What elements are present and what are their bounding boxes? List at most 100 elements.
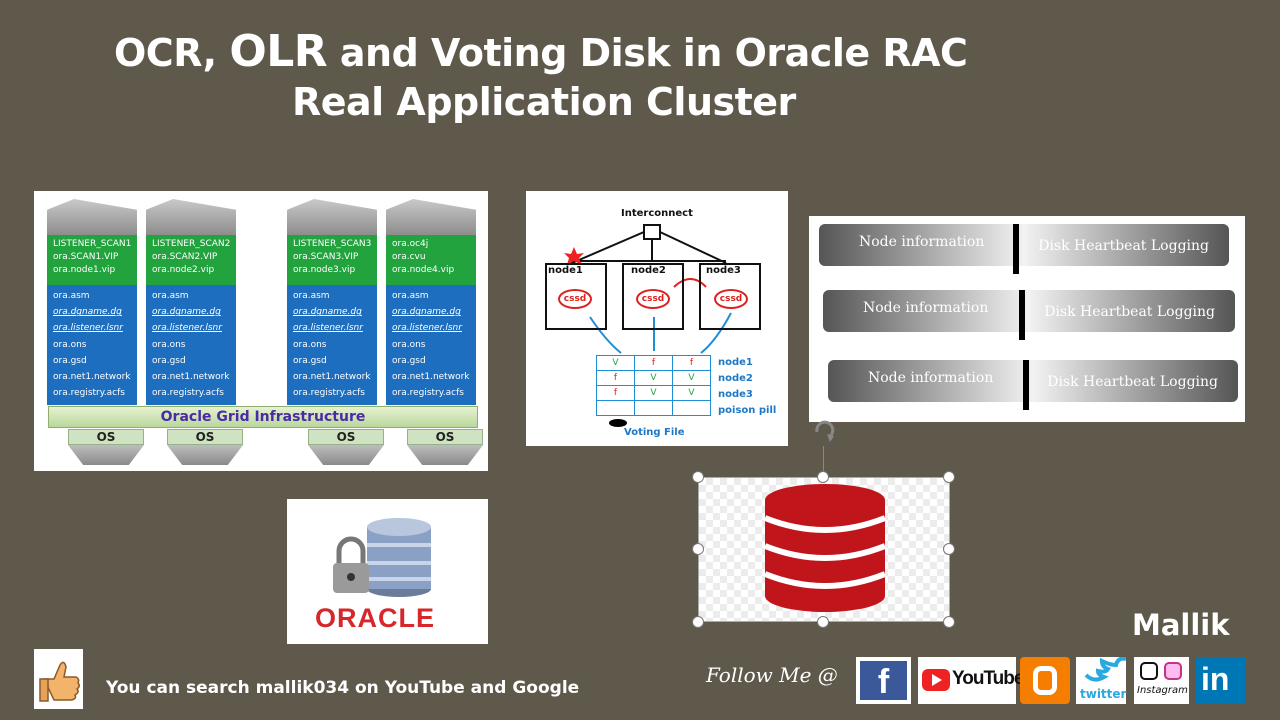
res-label: ora.ons [152,339,186,350]
res-label: ora.dgname.dg [53,307,122,318]
cluster-node-3: LISTENER_SCAN3 ora.SCAN3.VIP ora.node3.v… [287,199,377,405]
twitter-icon[interactable]: twitter [1076,657,1126,704]
title-part-ocr: OCR, [114,31,230,75]
node2-box [622,263,684,330]
page-title-line2: Real Application Cluster [292,80,796,124]
youtube-label: YouTube [952,668,1024,689]
rotate-handle-icon[interactable] [809,414,839,444]
os-block: OS [68,429,144,445]
node-cap [386,199,476,235]
follow-label: Follow Me @ [706,663,838,687]
vote-cell [596,400,635,416]
node1-label: node1 [548,265,583,276]
res-label: ora.ons [392,339,426,350]
resize-handle-l[interactable] [692,543,704,555]
res-label: ora.gsd [152,355,186,366]
facebook-icon[interactable]: f [856,657,911,704]
res-label: ora.dgname.dg [392,307,461,318]
vote-cell: f [596,385,635,401]
res-label: ora.registry.acfs [293,388,365,399]
node3-label: node3 [706,265,741,276]
res-label: ora.ons [53,339,87,350]
node-base [308,445,384,465]
page-title-line1: OCR, OLR and Voting Disk in Oracle RAC [114,26,1280,77]
database-lock-icon [333,518,431,597]
node-green-block: LISTENER_SCAN2 ora.SCAN2.VIP ora.node2.v… [146,235,236,285]
res-label: ora.SCAN1.VIP [53,252,119,262]
author-name: Mallik [1132,608,1230,642]
node-green-block: LISTENER_SCAN3 ora.SCAN3.VIP ora.node3.v… [287,235,377,285]
oracle-logo-panel: ORACLE [287,499,488,644]
vote-cell: f [672,355,711,371]
res-label: ora.registry.acfs [152,388,224,399]
disk-left-label: Node information [859,234,985,250]
res-label: ora.cvu [392,252,426,262]
vote-cell: V [672,370,711,386]
res-label: ora.asm [392,291,429,301]
search-hint: You can search mallik034 on YouTube and … [106,678,580,698]
title-part-olr: OLR [229,26,328,77]
res-label: ora.gsd [53,355,87,366]
res-label: ora.listener.lsnr [152,323,222,334]
disk-separator [1023,360,1029,410]
resize-handle-tr[interactable] [943,471,955,483]
vote-cell [634,400,673,416]
disk-2: Node information Disk Heartbeat Logging [823,290,1235,340]
grid-infrastructure-bar: Oracle Grid Infrastructure [48,406,478,428]
row-label: node3 [718,389,753,400]
disk-right-label: Disk Heartbeat Logging [1044,304,1215,320]
node-blue-block: ora.asm ora.dgname.dg ora.listener.lsnr … [146,285,236,405]
os-block: OS [308,429,384,445]
res-label: ora.node1.vip [53,265,116,275]
instagram-icon[interactable]: Instagram [1134,657,1189,704]
res-label: LISTENER_SCAN3 [293,239,372,249]
resize-handle-t[interactable] [817,471,829,483]
resize-handle-bl[interactable] [692,616,704,628]
resize-handle-tl[interactable] [692,471,704,483]
res-label: ora.gsd [392,355,426,366]
node1-box [545,263,607,330]
disk-1: Node information Disk Heartbeat Logging [819,224,1229,274]
vote-cell: f [634,355,673,371]
res-label: ora.registry.acfs [53,388,125,399]
resize-handle-b[interactable] [817,616,829,628]
res-label: ora.oc4j [392,239,429,249]
resize-handle-r[interactable] [943,543,955,555]
voting-file-label: Voting File [624,427,685,438]
res-label: ora.listener.lsnr [392,323,462,334]
res-label: ora.listener.lsnr [53,323,123,334]
vote-cell [672,400,711,416]
rotate-stem [823,446,824,474]
linkedin-icon[interactable]: in [1196,657,1245,704]
res-label: ora.dgname.dg [293,307,362,318]
cluster-node-2: LISTENER_SCAN2 ora.SCAN2.VIP ora.node2.v… [146,199,236,405]
res-label: ora.node3.vip [293,265,356,275]
res-label: ora.SCAN2.VIP [152,252,218,262]
disk-separator [1013,224,1019,274]
res-label: ora.net1.network [392,372,470,383]
node-cap [287,199,377,235]
res-label: ora.ons [293,339,327,350]
database-shape-selected[interactable] [698,477,950,622]
vote-cell: V [634,385,673,401]
node-cap [146,199,236,235]
cluster-node-4: ora.oc4j ora.cvu ora.node4.vip ora.asm o… [386,199,476,405]
res-label: LISTENER_SCAN1 [53,239,132,249]
disk-right-label: Disk Heartbeat Logging [1047,374,1218,390]
star-icon [564,247,584,265]
youtube-icon[interactable]: YouTube [918,657,1024,704]
node-cap [47,199,137,235]
row-label: node1 [718,357,753,368]
vote-cell: V [634,370,673,386]
blogger-icon[interactable] [1020,657,1070,704]
node3-box [699,263,761,330]
node-blue-block: ora.asm ora.dgname.dg ora.listener.lsnr … [47,285,137,405]
cssd-process: cssd [636,289,670,309]
node-base [68,445,144,465]
poison-pill-icon [609,419,627,427]
resize-handle-br[interactable] [943,616,955,628]
node-blue-block: ora.asm ora.dgname.dg ora.listener.lsnr … [287,285,377,405]
os-block: OS [407,429,483,445]
row-label: poison pill [718,405,777,416]
vote-cell: V [596,355,635,371]
